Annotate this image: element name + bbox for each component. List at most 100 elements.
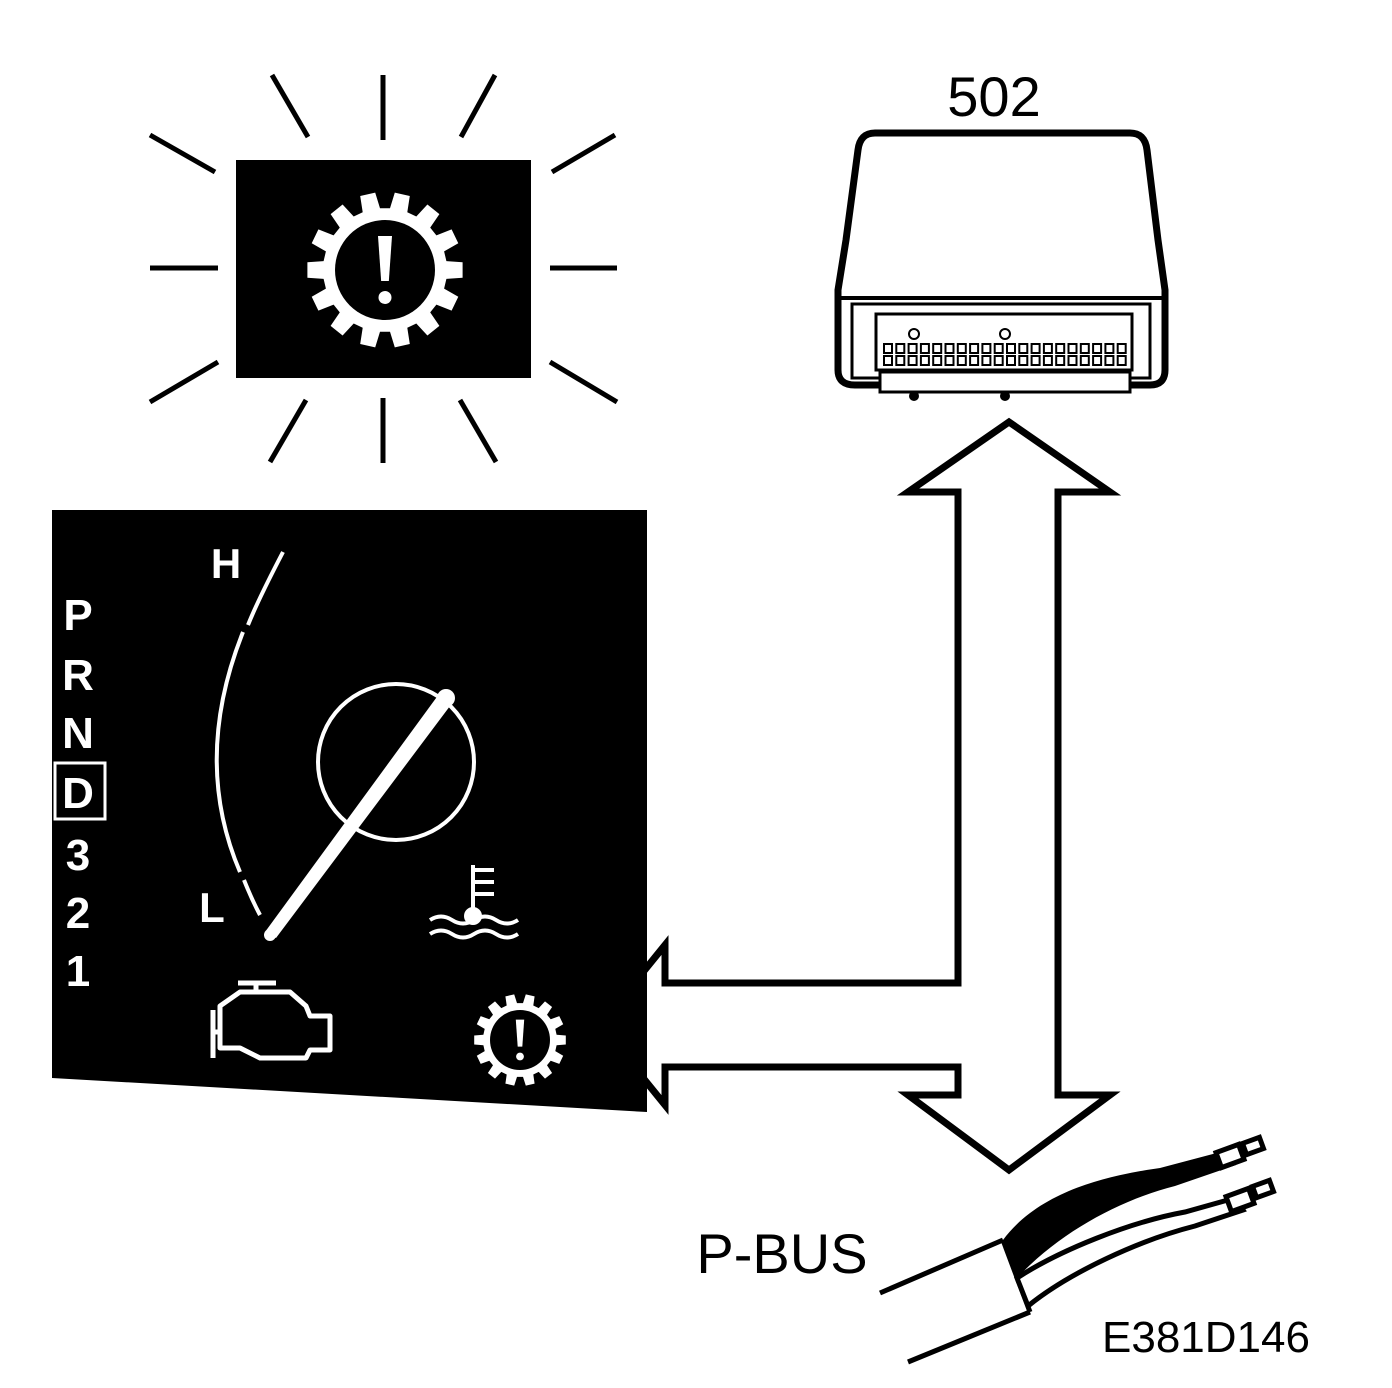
check-engine-icon: [210, 980, 333, 1061]
cluster-panel: [52, 510, 647, 1112]
connector-pins: [883, 343, 1127, 366]
connector-pin: [1030, 355, 1041, 366]
p-bus-label: P-BUS: [696, 1222, 867, 1285]
cable-jacket-line: [879, 1237, 1004, 1296]
connector-pin: [895, 343, 906, 354]
connector-pin: [1104, 355, 1115, 366]
connector-pin: [1006, 355, 1016, 366]
flash-ray: [458, 73, 498, 139]
gear-position-r: R: [62, 651, 94, 700]
cable-pin: [1239, 1134, 1267, 1158]
gauge-scale-hot-zone: [246, 551, 285, 626]
flash-ray: [269, 73, 311, 139]
connector-pin: [883, 343, 893, 354]
connector-pin: [969, 355, 980, 366]
p-bus-cable: P-BUS: [696, 1134, 1277, 1365]
gear-position-3: 3: [66, 831, 90, 880]
arrow-up-to-module: [595, 417, 1122, 1175]
connector-pin: [907, 355, 918, 366]
figure-code: E381D146: [1102, 1313, 1310, 1362]
gauge-needle-base: [264, 929, 276, 941]
bus-arrows: [595, 417, 1122, 1175]
connector-pin: [932, 343, 943, 354]
connector-pin: [1018, 343, 1029, 354]
flash-ray: [548, 359, 619, 405]
selected-gear-box: [53, 761, 107, 821]
cable-pin: [1222, 1185, 1258, 1215]
connector-pin: [1079, 343, 1090, 354]
connector-pin: [1116, 355, 1127, 366]
connector-pin: [981, 343, 992, 354]
exclamation-bar: [378, 236, 392, 281]
cable-pin: [1249, 1177, 1277, 1201]
connector-screw: [908, 328, 920, 340]
flash-ray: [550, 132, 617, 175]
connector-pin: [956, 343, 967, 354]
gauge-hub-ring: [316, 682, 476, 842]
connector-pin: [1104, 343, 1115, 354]
coolant-temperature-icon: [428, 865, 520, 940]
connector-screw: [999, 328, 1011, 340]
connector-pin: [1042, 343, 1053, 354]
flashing-warning-lamp: [148, 73, 619, 464]
exclamation-bar: [515, 1019, 525, 1047]
connector-pin: [1055, 355, 1066, 366]
temperature-gauge: H L: [199, 540, 476, 941]
cable-wire: [1003, 1150, 1236, 1278]
flash-ray: [267, 398, 309, 464]
connector-pin: [993, 355, 1004, 366]
gear-position-n: N: [62, 709, 94, 758]
module-foot: [1000, 391, 1010, 401]
connector-pin: [1030, 343, 1041, 354]
gear-position-d: D: [62, 769, 94, 818]
connector-pin: [956, 355, 967, 366]
gauge-scale-cold-zone: [242, 879, 262, 916]
connector-pin: [969, 343, 980, 354]
connector-pin: [1092, 343, 1103, 354]
cable-pin: [1212, 1141, 1248, 1171]
gauge-needle-tip: [437, 689, 455, 707]
connector-pin: [1042, 355, 1053, 366]
gear-exclamation-icon: [307, 192, 463, 348]
gauge-scale: [214, 631, 245, 873]
control-module-502: 502: [834, 65, 1169, 401]
gauge-needle: [265, 694, 453, 938]
connector-pin: [1116, 343, 1127, 354]
connector-latch: [878, 370, 1132, 394]
gear-exclamation-icon: [474, 994, 566, 1086]
module-number-label: 502: [947, 65, 1040, 128]
connector-pin: [1006, 343, 1016, 354]
connector-pin: [919, 343, 930, 354]
connector-pin: [919, 355, 930, 366]
cable-jacket-line: [907, 1309, 1031, 1365]
gauge-high-label: H: [211, 540, 241, 587]
flash-ray: [148, 132, 217, 175]
connector-pin: [1055, 343, 1066, 354]
gear-selector-indicator: P R N D 3 2 1: [53, 591, 107, 996]
gear-position-1: 1: [66, 947, 90, 996]
flash-ray: [148, 359, 220, 405]
connector-pin: [932, 355, 943, 366]
exclamation-dot: [378, 291, 392, 304]
gear-position-p: P: [63, 591, 92, 640]
gear-position-2: 2: [66, 889, 90, 938]
connector-pin: [981, 355, 992, 366]
connector-pin: [1079, 355, 1090, 366]
instrument-cluster: P R N D 3 2 1 H L: [52, 510, 647, 1112]
connector-pin: [907, 343, 918, 354]
connector-pin: [1092, 355, 1103, 366]
connector-pin: [944, 355, 955, 366]
connector-pin: [1067, 355, 1078, 366]
gauge-low-label: L: [199, 884, 225, 931]
connector-pin: [1018, 355, 1029, 366]
exclamation-dot: [516, 1052, 524, 1061]
connector-pin: [883, 355, 893, 366]
flash-ray: [457, 398, 499, 464]
flash-rays: [148, 73, 619, 464]
connector-pin: [895, 355, 906, 366]
module-foot: [909, 391, 919, 401]
connector-pin: [1067, 343, 1078, 354]
connector-pin: [993, 343, 1004, 354]
connector-pin: [944, 343, 955, 354]
